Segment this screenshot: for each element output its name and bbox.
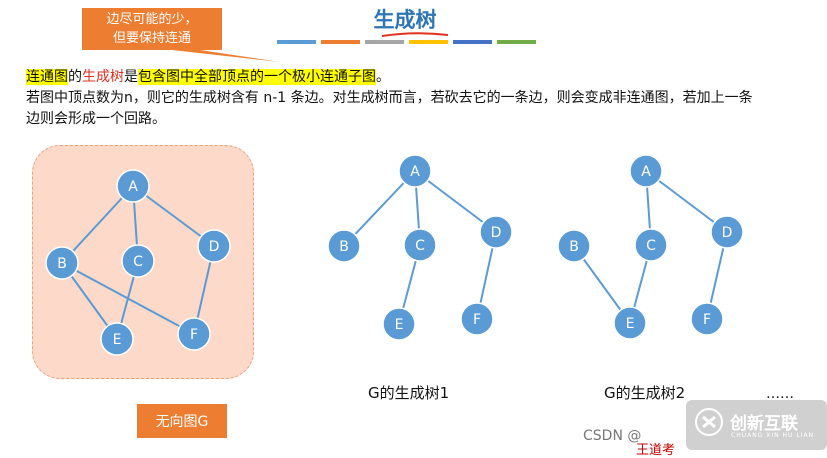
- edge-A-D: [645, 170, 728, 233]
- definition-text: 的: [68, 69, 82, 85]
- edge-A-D: [414, 170, 497, 233]
- definition-text: 是: [124, 69, 138, 85]
- callout-line-1: 边尽可能的少，: [106, 12, 198, 27]
- node-label-E: E: [113, 332, 122, 348]
- callout-text: 边尽可能的少， 但要保持连通: [88, 10, 216, 48]
- node-D: [479, 215, 513, 249]
- node-label-F: F: [703, 312, 711, 328]
- node-label-B: B: [339, 239, 349, 255]
- node-D: [197, 229, 231, 263]
- node-F: [690, 302, 724, 336]
- color-strip-segment: [497, 40, 536, 44]
- ellipsis: ……: [766, 386, 794, 402]
- node-label-D: D: [722, 225, 733, 241]
- csdn-watermark: CSDN @: [583, 428, 642, 444]
- node-C: [403, 228, 437, 262]
- definition-text: 。: [376, 69, 390, 85]
- color-strip-segment: [409, 40, 448, 44]
- definition-highlight: 包含图中全部顶点的一个极小连通子图: [138, 69, 376, 85]
- node-label-C: C: [133, 254, 143, 270]
- node-A: [629, 154, 663, 188]
- color-strip-segment: [277, 40, 316, 44]
- node-label-A: A: [410, 164, 420, 180]
- node-label-D: D: [491, 225, 502, 241]
- node-label-B: B: [569, 239, 579, 255]
- node-A: [398, 154, 432, 188]
- brand-name: 创新互联: [730, 414, 798, 434]
- edge-A-B: [343, 170, 416, 247]
- graph-g-label: 无向图G: [137, 404, 227, 438]
- caption-tree-2: G的生成树2: [604, 384, 686, 402]
- node-label-A: A: [641, 164, 651, 180]
- node-F: [177, 317, 211, 351]
- tree1-group: A B C D E F: [327, 154, 513, 341]
- term-spanning-tree: 生成树: [82, 69, 124, 85]
- node-label-C: C: [646, 238, 656, 254]
- callout-shape: [82, 8, 280, 62]
- node-B: [327, 229, 361, 263]
- node-label-B: B: [57, 256, 67, 272]
- node-label-E: E: [395, 317, 404, 333]
- bottom-text: 王道考: [636, 443, 676, 458]
- node-label-A: A: [128, 179, 138, 195]
- node-C: [634, 228, 668, 262]
- node-label-D: D: [209, 239, 220, 255]
- node-A: [116, 169, 150, 203]
- edge-A-B: [61, 185, 134, 264]
- edge-A-D: [132, 185, 215, 247]
- node-E: [382, 307, 416, 341]
- node-label-F: F: [473, 312, 481, 328]
- node-D: [710, 215, 744, 249]
- slide-title: 生成树: [373, 8, 437, 32]
- node-B: [557, 229, 591, 263]
- brand-logo-icon: [695, 408, 723, 436]
- caption-tree-1: G的生成树1: [368, 384, 450, 402]
- node-E: [613, 306, 647, 340]
- node-label-F: F: [190, 327, 198, 343]
- color-strip-segment: [365, 40, 404, 44]
- tree2-group: A B C D E F: [557, 154, 744, 340]
- node-label-E: E: [626, 316, 635, 332]
- node-B: [45, 246, 79, 280]
- node-F: [460, 302, 494, 336]
- graph-g-group: A B C D E F: [45, 169, 231, 356]
- node-E: [100, 322, 134, 356]
- definition-line: 连通图的生成树是包含图中全部顶点的一个极小连通子图。: [26, 66, 390, 86]
- title-underline: [381, 32, 449, 37]
- color-strip-segment: [453, 40, 492, 44]
- term-connected-graph: 连通图: [26, 69, 68, 85]
- explanation-paragraph: 若图中顶点数为n，则它的生成树含有 n-1 条边。对生成树而言，若砍去它的一条边…: [26, 90, 753, 127]
- brand-subtitle: CHUANG XIN HU LIAN: [731, 432, 815, 439]
- node-label-C: C: [415, 238, 425, 254]
- color-strip: [277, 40, 536, 44]
- node-C: [121, 244, 155, 278]
- color-strip-segment: [321, 40, 360, 44]
- callout-line-2: 但要保持连通: [112, 31, 191, 46]
